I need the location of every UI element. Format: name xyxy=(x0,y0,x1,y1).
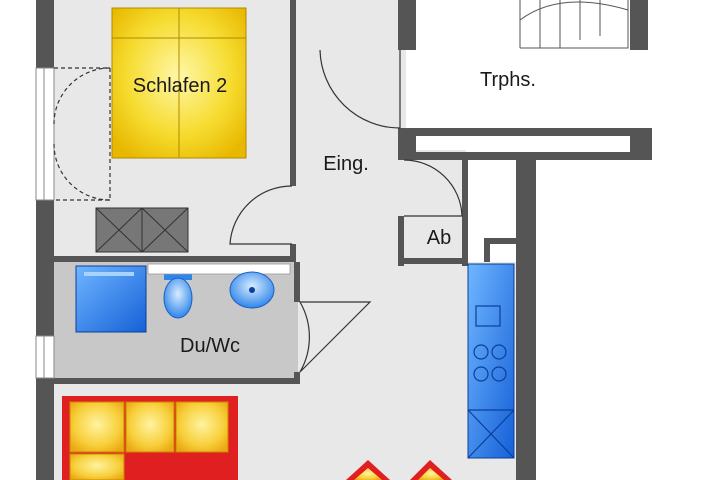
window-bath xyxy=(35,335,55,379)
wall-bed-right-low xyxy=(290,244,296,262)
wall-kitchen-top xyxy=(484,238,516,244)
wall-bath-right xyxy=(294,262,300,302)
door-stair xyxy=(319,49,401,129)
door-storage xyxy=(403,159,463,217)
washbasin-icon xyxy=(147,263,291,309)
wall-bed-right xyxy=(290,0,296,186)
wardrobe-icon xyxy=(95,207,189,253)
room-label-storage: Ab xyxy=(427,227,451,249)
windows xyxy=(35,67,55,379)
wall-stair-right xyxy=(630,0,648,50)
wall-stair-corner xyxy=(630,128,652,158)
door-bedroom-window xyxy=(54,67,111,201)
wall-bed-bottom xyxy=(54,256,296,262)
stairs-icon xyxy=(519,0,629,49)
shower-tray-icon xyxy=(75,265,147,333)
storage-floor xyxy=(404,160,462,258)
door-bedroom xyxy=(229,185,293,245)
room-label-shower-wc: Du/Wc xyxy=(180,335,240,357)
room-label-stair: Trphs. xyxy=(480,69,536,91)
kitchen-counter-icon xyxy=(467,263,515,459)
room-label-bedroom2: Schlafen 2 xyxy=(133,75,228,97)
stair-floor xyxy=(406,0,642,128)
doors xyxy=(53,49,463,373)
wall-storage-bottom xyxy=(398,258,468,264)
double-bed-icon xyxy=(111,7,247,159)
wall-stair-bottom xyxy=(398,128,648,136)
wall-left-top xyxy=(36,0,54,68)
wall-bath-right-low xyxy=(294,372,300,384)
sofa-icon xyxy=(62,396,238,480)
wall-stair-left xyxy=(398,0,416,50)
walls xyxy=(36,0,652,480)
wall-left-mid xyxy=(36,200,54,336)
room-label-entrance: Eing. xyxy=(323,153,369,175)
window-bedroom xyxy=(35,67,55,201)
door-bath xyxy=(298,301,372,373)
armchair-icon xyxy=(346,460,452,480)
wall-left-low xyxy=(36,378,54,480)
wall-storage-left xyxy=(398,216,404,266)
wall-kitchen-stub xyxy=(484,238,490,262)
toilet-icon xyxy=(163,270,193,319)
wall-right xyxy=(516,152,536,480)
wall-bath-bottom xyxy=(54,378,298,384)
wall-storage-right xyxy=(462,160,468,266)
